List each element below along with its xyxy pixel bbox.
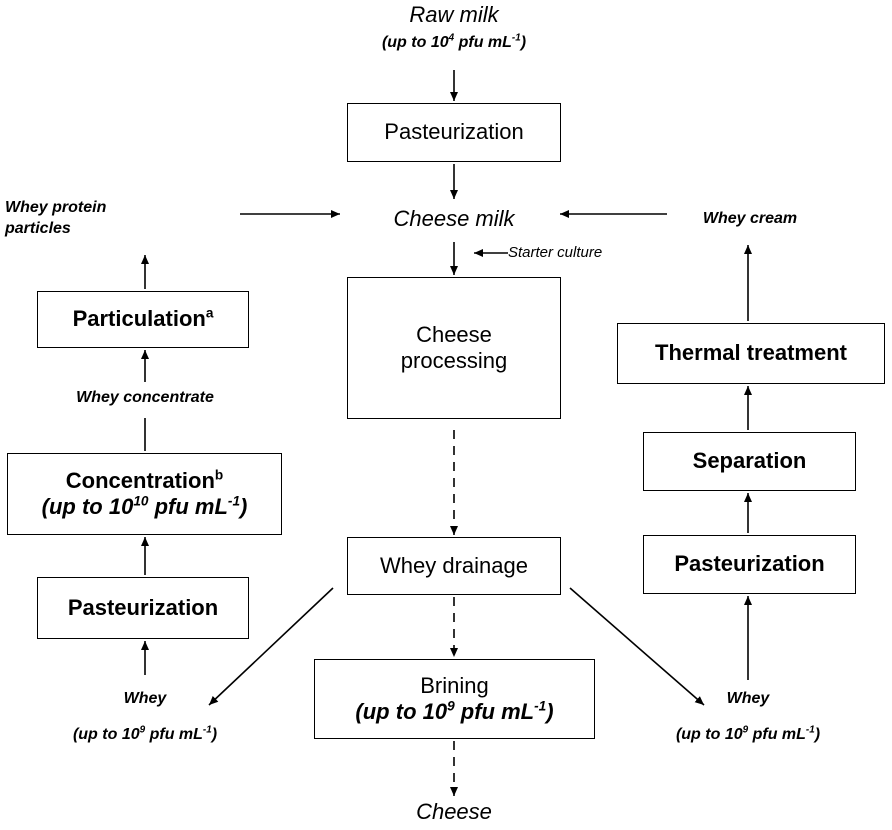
concentration-conc-exponent: 10	[133, 493, 149, 509]
particulation-box: Particulationa	[37, 291, 249, 348]
particulation-footnote: a	[205, 305, 214, 321]
left-whey-concentration: (up to 109 pfu mL-1)	[5, 725, 285, 744]
right-pasteurization-label: Pasteurization	[674, 551, 825, 577]
left-whey-conc-unit: pfu mL	[145, 726, 203, 743]
concentration-concentration: (up to 1010 pfu mL-1)	[42, 494, 248, 520]
separation-label: Separation	[692, 448, 807, 474]
left-whey-conc-text: (up to 10	[72, 726, 140, 743]
pasteurization-label: Pasteurization	[384, 119, 524, 145]
concentration-label: Concentrationb	[66, 468, 223, 494]
left-whey-conc-close: )	[211, 726, 218, 743]
particulation-text: Particulation	[72, 306, 206, 332]
cheese-processing-box: Cheese processing	[347, 277, 561, 419]
thermal-treatment-label: Thermal treatment	[655, 340, 847, 366]
concentration-box: Concentrationb (up to 1010 pfu mL-1)	[7, 453, 282, 535]
right-whey-conc-close: )	[814, 726, 821, 743]
brining-concentration: (up to 109 pfu mL-1)	[355, 699, 553, 725]
raw-milk-concentration: (up to 104 pfu mL-1)	[304, 33, 604, 52]
right-whey-label: Whey	[726, 690, 770, 707]
pasteurization-box: Pasteurization	[347, 103, 561, 162]
starter-culture-label: Starter culture	[508, 244, 603, 261]
right-pasteurization-box: Pasteurization	[643, 535, 856, 594]
right-whey-conc-text: (up to 10	[675, 726, 743, 743]
whey-concentrate-label: Whey concentrate	[76, 389, 214, 406]
whey-protein-line2: particles	[5, 219, 71, 237]
left-whey-conc-exponent: 9	[139, 724, 146, 736]
whey-cream-label: Whey cream	[702, 210, 798, 227]
arrow-drainage-to-left-whey	[208, 587, 334, 706]
whey-protein-particles-label: Whey protein particles	[5, 198, 245, 240]
brining-label: Brining	[420, 672, 489, 698]
whey-protein-line1: Whey protein	[5, 199, 107, 216]
brining-conc-close: )	[546, 699, 554, 724]
brining-box: Brining (up to 109 pfu mL-1)	[314, 659, 595, 739]
raw-milk-label: Raw milk	[409, 2, 499, 27]
arrow-drainage-to-right-whey	[569, 587, 705, 706]
concentration-footnote: b	[214, 467, 224, 483]
brining-conc-unit-exponent: -1	[534, 698, 547, 714]
right-whey-concentration: (up to 109 pfu mL-1)	[608, 725, 888, 744]
brining-conc-exponent: 9	[447, 698, 455, 714]
brining-conc-unit: pfu mL	[454, 699, 535, 724]
separation-box: Separation	[643, 432, 856, 491]
cheese-processing-label-line1: Cheese	[416, 321, 492, 347]
concentration-conc-text: (up to 10	[41, 494, 134, 519]
left-pasteurization-label: Pasteurization	[67, 594, 219, 620]
raw-milk-conc-unit: pfu mL	[454, 34, 512, 51]
concentration-text: Concentration	[65, 467, 215, 493]
left-whey-label: Whey	[123, 690, 167, 707]
raw-milk-conc-close: )	[520, 34, 527, 51]
right-whey-conc-unit: pfu mL	[748, 726, 806, 743]
right-whey-conc-unit-exponent: -1	[805, 724, 815, 736]
right-whey-conc-exponent: 9	[742, 724, 749, 736]
cheese-processing-label-line2: processing	[400, 348, 508, 373]
concentration-conc-close: )	[240, 494, 248, 519]
particulation-label: Particulationa	[73, 306, 214, 332]
raw-milk-conc-unit-exponent: -1	[511, 32, 521, 44]
whey-drainage-box: Whey drainage	[347, 537, 561, 595]
cheese-label: Cheese	[416, 799, 492, 824]
concentration-conc-unit: pfu mL	[148, 494, 228, 519]
brining-conc-text: (up to 10	[355, 699, 448, 724]
thermal-treatment-box: Thermal treatment	[617, 323, 885, 384]
left-pasteurization-box: Pasteurization	[37, 577, 249, 639]
concentration-conc-unit-exponent: -1	[227, 493, 241, 509]
raw-milk-conc-text: (up to 10	[381, 34, 449, 51]
whey-drainage-label: Whey drainage	[380, 552, 528, 578]
cheese-milk-label: Cheese milk	[393, 206, 515, 231]
left-whey-conc-unit-exponent: -1	[202, 724, 212, 736]
raw-milk-conc-exponent: 4	[448, 32, 455, 44]
